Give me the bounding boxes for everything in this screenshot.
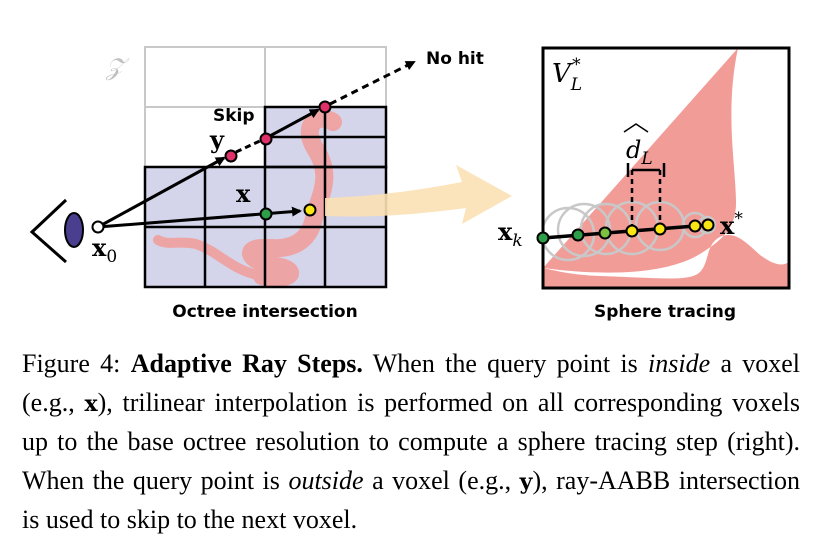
points-right <box>536 218 715 245</box>
start-point-label: xk <box>498 217 523 251</box>
latent-symbol: 𝒵 <box>105 53 130 81</box>
step-label: dL <box>626 136 653 169</box>
right-panel-title: Sphere tracing <box>594 302 736 322</box>
caption-label: Figure 4: <box>22 349 121 378</box>
end-point-label: x* <box>720 209 743 240</box>
trace-ray <box>542 223 709 240</box>
skip-label: Skip <box>213 106 255 126</box>
exit-point <box>318 100 332 114</box>
origin-label: x0 <box>92 233 117 267</box>
figure-caption: Figure 4: Adaptive Ray Steps. When the q… <box>22 349 801 534</box>
shape-region <box>153 109 342 287</box>
step-point <box>303 203 317 217</box>
point-y <box>224 149 238 163</box>
caption-title: Adaptive Ray Steps. <box>130 349 363 378</box>
point-x <box>259 207 273 221</box>
step-hat <box>623 123 649 133</box>
figure-illustration: 𝒵 Skip No hit y x x0 Octree intersection <box>29 46 791 322</box>
eye-icon <box>29 198 84 264</box>
rays <box>97 60 416 229</box>
voxel-frame <box>541 46 791 290</box>
left-panel-title: Octree intersection <box>172 302 357 322</box>
points-left <box>91 100 332 234</box>
step-bracket <box>626 163 666 229</box>
origin-point <box>91 220 105 234</box>
mesh-label: ℳ <box>745 57 776 87</box>
point-x-label: x <box>236 179 251 208</box>
skip-point <box>259 132 273 146</box>
point-y-label: y <box>209 125 225 154</box>
octree-grid-lines <box>143 105 388 289</box>
no-hit-label: No hit <box>426 49 484 69</box>
voxel-label: VL* <box>552 55 582 95</box>
transition-arrow <box>325 165 512 224</box>
